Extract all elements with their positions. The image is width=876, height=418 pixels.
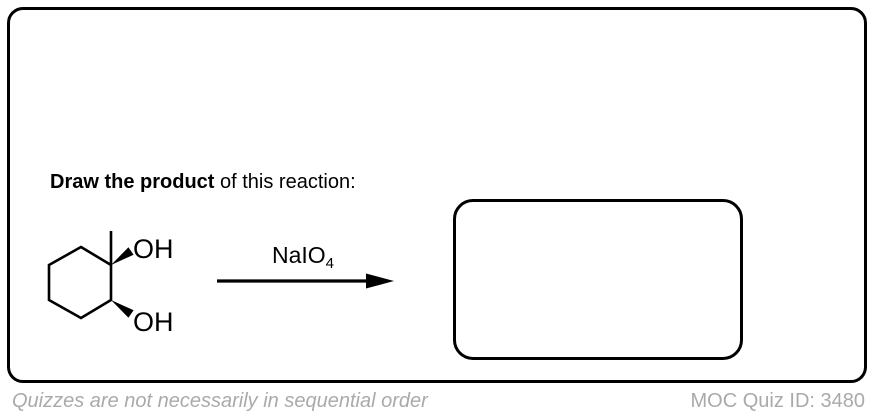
cyclohexane-ring [47,245,113,320]
reaction-arrow [217,273,394,289]
wedge-bond-bottom [111,300,134,318]
quiz-id-label: MOC Quiz ID: 3480 [690,390,865,412]
reagent-label: NaIO4 [272,242,334,272]
wedge-bond-top [111,247,134,265]
reagent-formula-subscript: 4 [326,255,334,272]
reagent-formula-main: NaIO [272,242,326,268]
prompt-rest-text: of this reaction: [214,171,356,193]
reactant-structure: OH OH [47,231,174,337]
quiz-card: Draw the product of this reaction: [7,7,867,383]
footer-sequence-note: Quizzes are not necessarily in sequentia… [12,390,428,412]
hydroxyl-label-top: OH [133,234,174,264]
hydroxyl-label-bottom: OH [133,307,174,337]
answer-drawing-area[interactable] [453,199,743,360]
question-prompt: Draw the product of this reaction: [50,171,356,193]
arrow-head-icon [366,273,394,289]
prompt-emphasis-text: Draw the product [50,171,215,193]
